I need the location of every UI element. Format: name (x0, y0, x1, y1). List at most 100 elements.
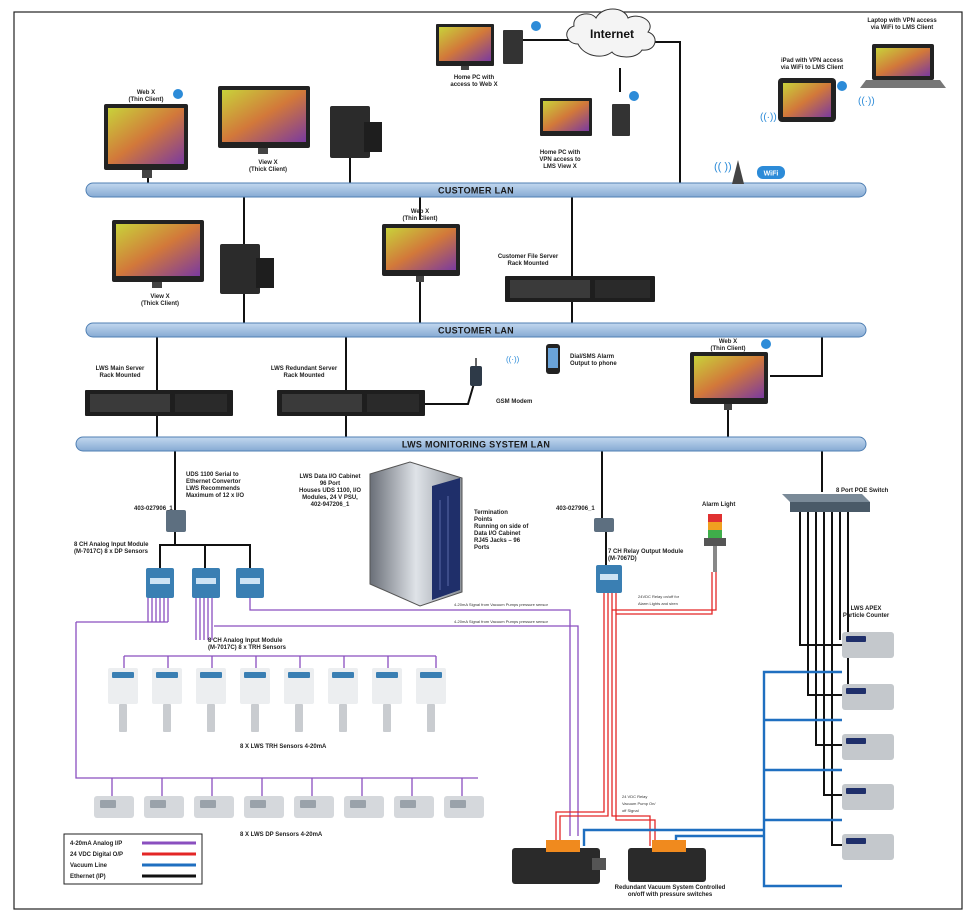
label-line: via WiFi to LMS Client (871, 25, 934, 31)
label-line: Dial/SMS Alarm (570, 354, 614, 360)
label-line: 8 X LWS TRH Sensors 4-20mA (240, 744, 327, 750)
ie-icon (761, 339, 771, 349)
dp-sensor-face (150, 800, 166, 808)
webx-thin-client-2 (382, 224, 460, 282)
lws-redundant-server (277, 390, 425, 416)
label-line: via WiFi to LMS Client (781, 65, 844, 71)
analog-module-3 (236, 568, 264, 598)
data-io-cabinet (369, 461, 463, 607)
customer-lan-2: CUSTOMER LAN (85, 322, 867, 338)
customer-file-server (505, 276, 655, 302)
label-line: LMS View X (543, 164, 577, 170)
dp-sensor-face (400, 800, 416, 808)
viewx-thick-client-2 (112, 220, 274, 294)
label-line: Web X (137, 90, 155, 96)
label-line: 24VDC Relay on/off for (638, 594, 680, 599)
label-line: 4-20mA Signal from Vacuum Pumps pressure… (454, 602, 549, 607)
signal-label-1: 4-20mA Signal from Vacuum Pumps pressure… (454, 602, 549, 607)
trh-sensor-label-strip (376, 672, 398, 678)
label-line: Home PC with (540, 150, 581, 156)
label-line: (Thin Client) (129, 97, 164, 103)
legend: 4-20mA Analog I/P24 VDC Digital O/PVacuu… (63, 833, 203, 885)
internet-cloud: Internet (566, 8, 656, 58)
label-line: Particle Counter (843, 613, 890, 619)
trh-sensor-probe (295, 704, 303, 732)
vacuum-pump-2 (628, 840, 706, 882)
label-line: Points (474, 517, 493, 523)
label-line: iPad with VPN access (781, 58, 844, 64)
laptop: ((·)) (858, 44, 946, 107)
dp-sensors (94, 796, 484, 818)
apex-counter-badge (846, 788, 866, 794)
viewx-thick-client-1 (218, 86, 382, 158)
lan-label: CUSTOMER LAN (438, 326, 514, 336)
label-line: 4-20mA Signal from Vacuum Pumps pressure… (454, 619, 549, 624)
label-line: 8 Port POE Switch (836, 488, 889, 494)
apex-counter-badge (846, 636, 866, 642)
label-line: 403-027906_1 (556, 506, 595, 512)
label-line: Customer File Server (498, 254, 559, 260)
part-number-right: 403-027906_1 (556, 506, 595, 512)
label-line: 96 Port (320, 481, 340, 487)
webx-thin-client-2-label: Web X(Thin Client) (403, 209, 438, 222)
label-line: (Thick Client) (249, 167, 287, 173)
dp-sensor-face (250, 800, 266, 808)
part-number-left: 403-027906_1 (134, 506, 173, 512)
label-line: LWS APEX (851, 606, 882, 612)
label-line: Maximum of 12 x I/O (186, 493, 244, 499)
dp-sensor-face (100, 800, 116, 808)
label-line: Rack Mounted (283, 373, 324, 379)
label-line: LWS Data I/O Cabinet (299, 474, 360, 480)
gsm-modem: ((·)) (470, 355, 520, 386)
label-line: on/off with pressure switches (628, 892, 713, 898)
label-line: View X (150, 294, 169, 300)
internet-label: Internet (590, 27, 634, 41)
legend-label: Vacuum Line (70, 863, 108, 869)
label-line: Termination (474, 510, 508, 516)
trh-sensors-label: 8 X LWS TRH Sensors 4-20mA (240, 744, 327, 750)
apex-counter-badge (846, 738, 866, 744)
wifi-icon: ((·)) (760, 112, 777, 123)
viewx-thick-client-1-label: View X(Thick Client) (249, 160, 287, 173)
label-line: 8 CH Analog Input Module (74, 542, 149, 548)
label-line: Vacuum Pump On/ (622, 801, 656, 806)
trh-sensor-probe (427, 704, 435, 732)
webx-thin-client-3 (690, 339, 771, 410)
apex-counter-badge (846, 838, 866, 844)
trh-sensor-probe (163, 704, 171, 732)
analog-module-1 (146, 568, 174, 598)
label-line: Alarm Lights and siren (638, 601, 678, 606)
label-line: Laptop with VPN access (867, 18, 937, 24)
home-pc-webx (436, 21, 541, 70)
lws-main-server (85, 390, 233, 416)
trh-sensor-label-strip (420, 672, 442, 678)
label-line: (M-7017C) 8 x DP Sensors (74, 549, 149, 555)
label-line: UDS 1100 Serial to (186, 472, 239, 478)
label-line: LWS Recommends (186, 486, 241, 492)
label-line: Data I/O Cabinet (474, 531, 520, 537)
label-line: LWS Redundant Server (271, 366, 338, 372)
label-line: Redundant Vacuum System Controlled (615, 885, 726, 891)
apex-particle-counter (842, 734, 894, 760)
trh-sensor-label-strip (112, 672, 134, 678)
alarm-light-label: Alarm Light (702, 502, 735, 508)
ie-icon (629, 91, 639, 101)
webx-thin-client-1 (104, 89, 188, 178)
analog-module-dp-label: 8 CH Analog Input Module(M-7017C) 8 x DP… (74, 542, 149, 555)
label-line: access to Web X (450, 82, 497, 88)
home-pc-vpn (540, 91, 639, 136)
trh-sensor-label-strip (288, 672, 310, 678)
relay-module-label: 7 CH Relay Output Module(M-7067D) (608, 549, 684, 562)
ipad: ((·)) (760, 78, 847, 123)
label-line: 24 VDC Relay (622, 794, 647, 799)
uds-convertor-right (594, 518, 614, 532)
analog-module-2 (192, 568, 220, 598)
label-line: View X (258, 160, 277, 166)
wifi-icon: (( )) (714, 161, 732, 173)
